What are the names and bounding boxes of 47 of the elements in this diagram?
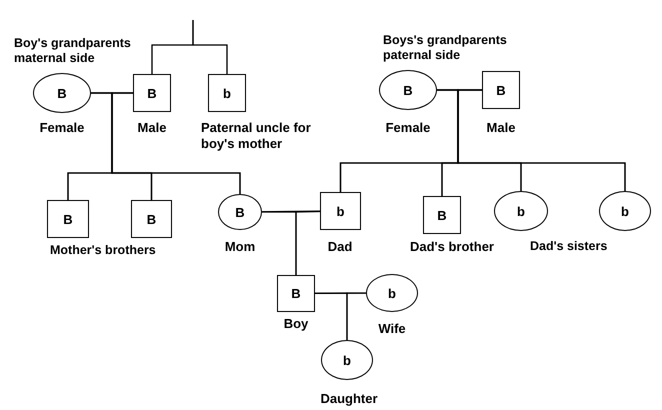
female-circle	[321, 340, 373, 380]
allele-letter: b	[388, 286, 396, 300]
allele-letter: b	[336, 204, 344, 218]
member-caption: Male	[136, 120, 168, 136]
allele-letter: b	[517, 204, 525, 218]
male-square	[277, 275, 315, 312]
allele-letter: B	[146, 212, 156, 226]
allele-letter: B	[235, 206, 245, 218]
allele-letter: B	[291, 287, 301, 300]
connector-line	[192, 20, 228, 74]
member-caption: Female	[384, 120, 432, 136]
member-caption: Dad	[326, 239, 354, 255]
allele-letter: B	[147, 86, 157, 100]
allele-letter: B	[496, 84, 506, 96]
allele-letter: b	[223, 86, 231, 100]
group-caption: Mother's brothers	[50, 243, 157, 258]
female-circle	[599, 191, 651, 231]
male-square	[320, 192, 361, 230]
allele-letter: B	[437, 208, 447, 222]
female-circle	[366, 274, 418, 312]
male-square	[133, 74, 171, 112]
member-caption: Dad's brother	[409, 239, 495, 255]
member-caption: Boy	[282, 316, 310, 332]
male-square	[482, 71, 520, 109]
allele-letter: B	[63, 212, 73, 226]
member-caption: Mom	[224, 239, 256, 255]
male-square	[423, 196, 461, 234]
member-caption: Wife	[377, 321, 407, 337]
member-caption: Female	[38, 120, 86, 136]
allele-letter: B	[57, 86, 67, 100]
allele-letter: b	[621, 204, 629, 218]
allele-letter: B	[403, 84, 413, 96]
group-caption: Dad's sisters	[530, 239, 608, 254]
allele-letter: b	[343, 354, 351, 366]
connector-line	[346, 292, 366, 340]
male-square	[131, 200, 172, 238]
member-caption: Male	[486, 120, 516, 136]
male-square	[47, 200, 89, 238]
group-heading: Boys's grandparents paternal side	[383, 33, 508, 63]
connector-line	[262, 210, 320, 212]
member-caption: Paternal uncle for boy's mother	[201, 120, 312, 152]
connector-line	[295, 210, 320, 275]
female-circle	[494, 191, 548, 231]
group-heading: Boy's grandparents maternal side	[14, 36, 132, 66]
male-square	[208, 74, 246, 112]
female-circle	[218, 194, 262, 230]
member-caption: Daughter	[319, 391, 379, 407]
